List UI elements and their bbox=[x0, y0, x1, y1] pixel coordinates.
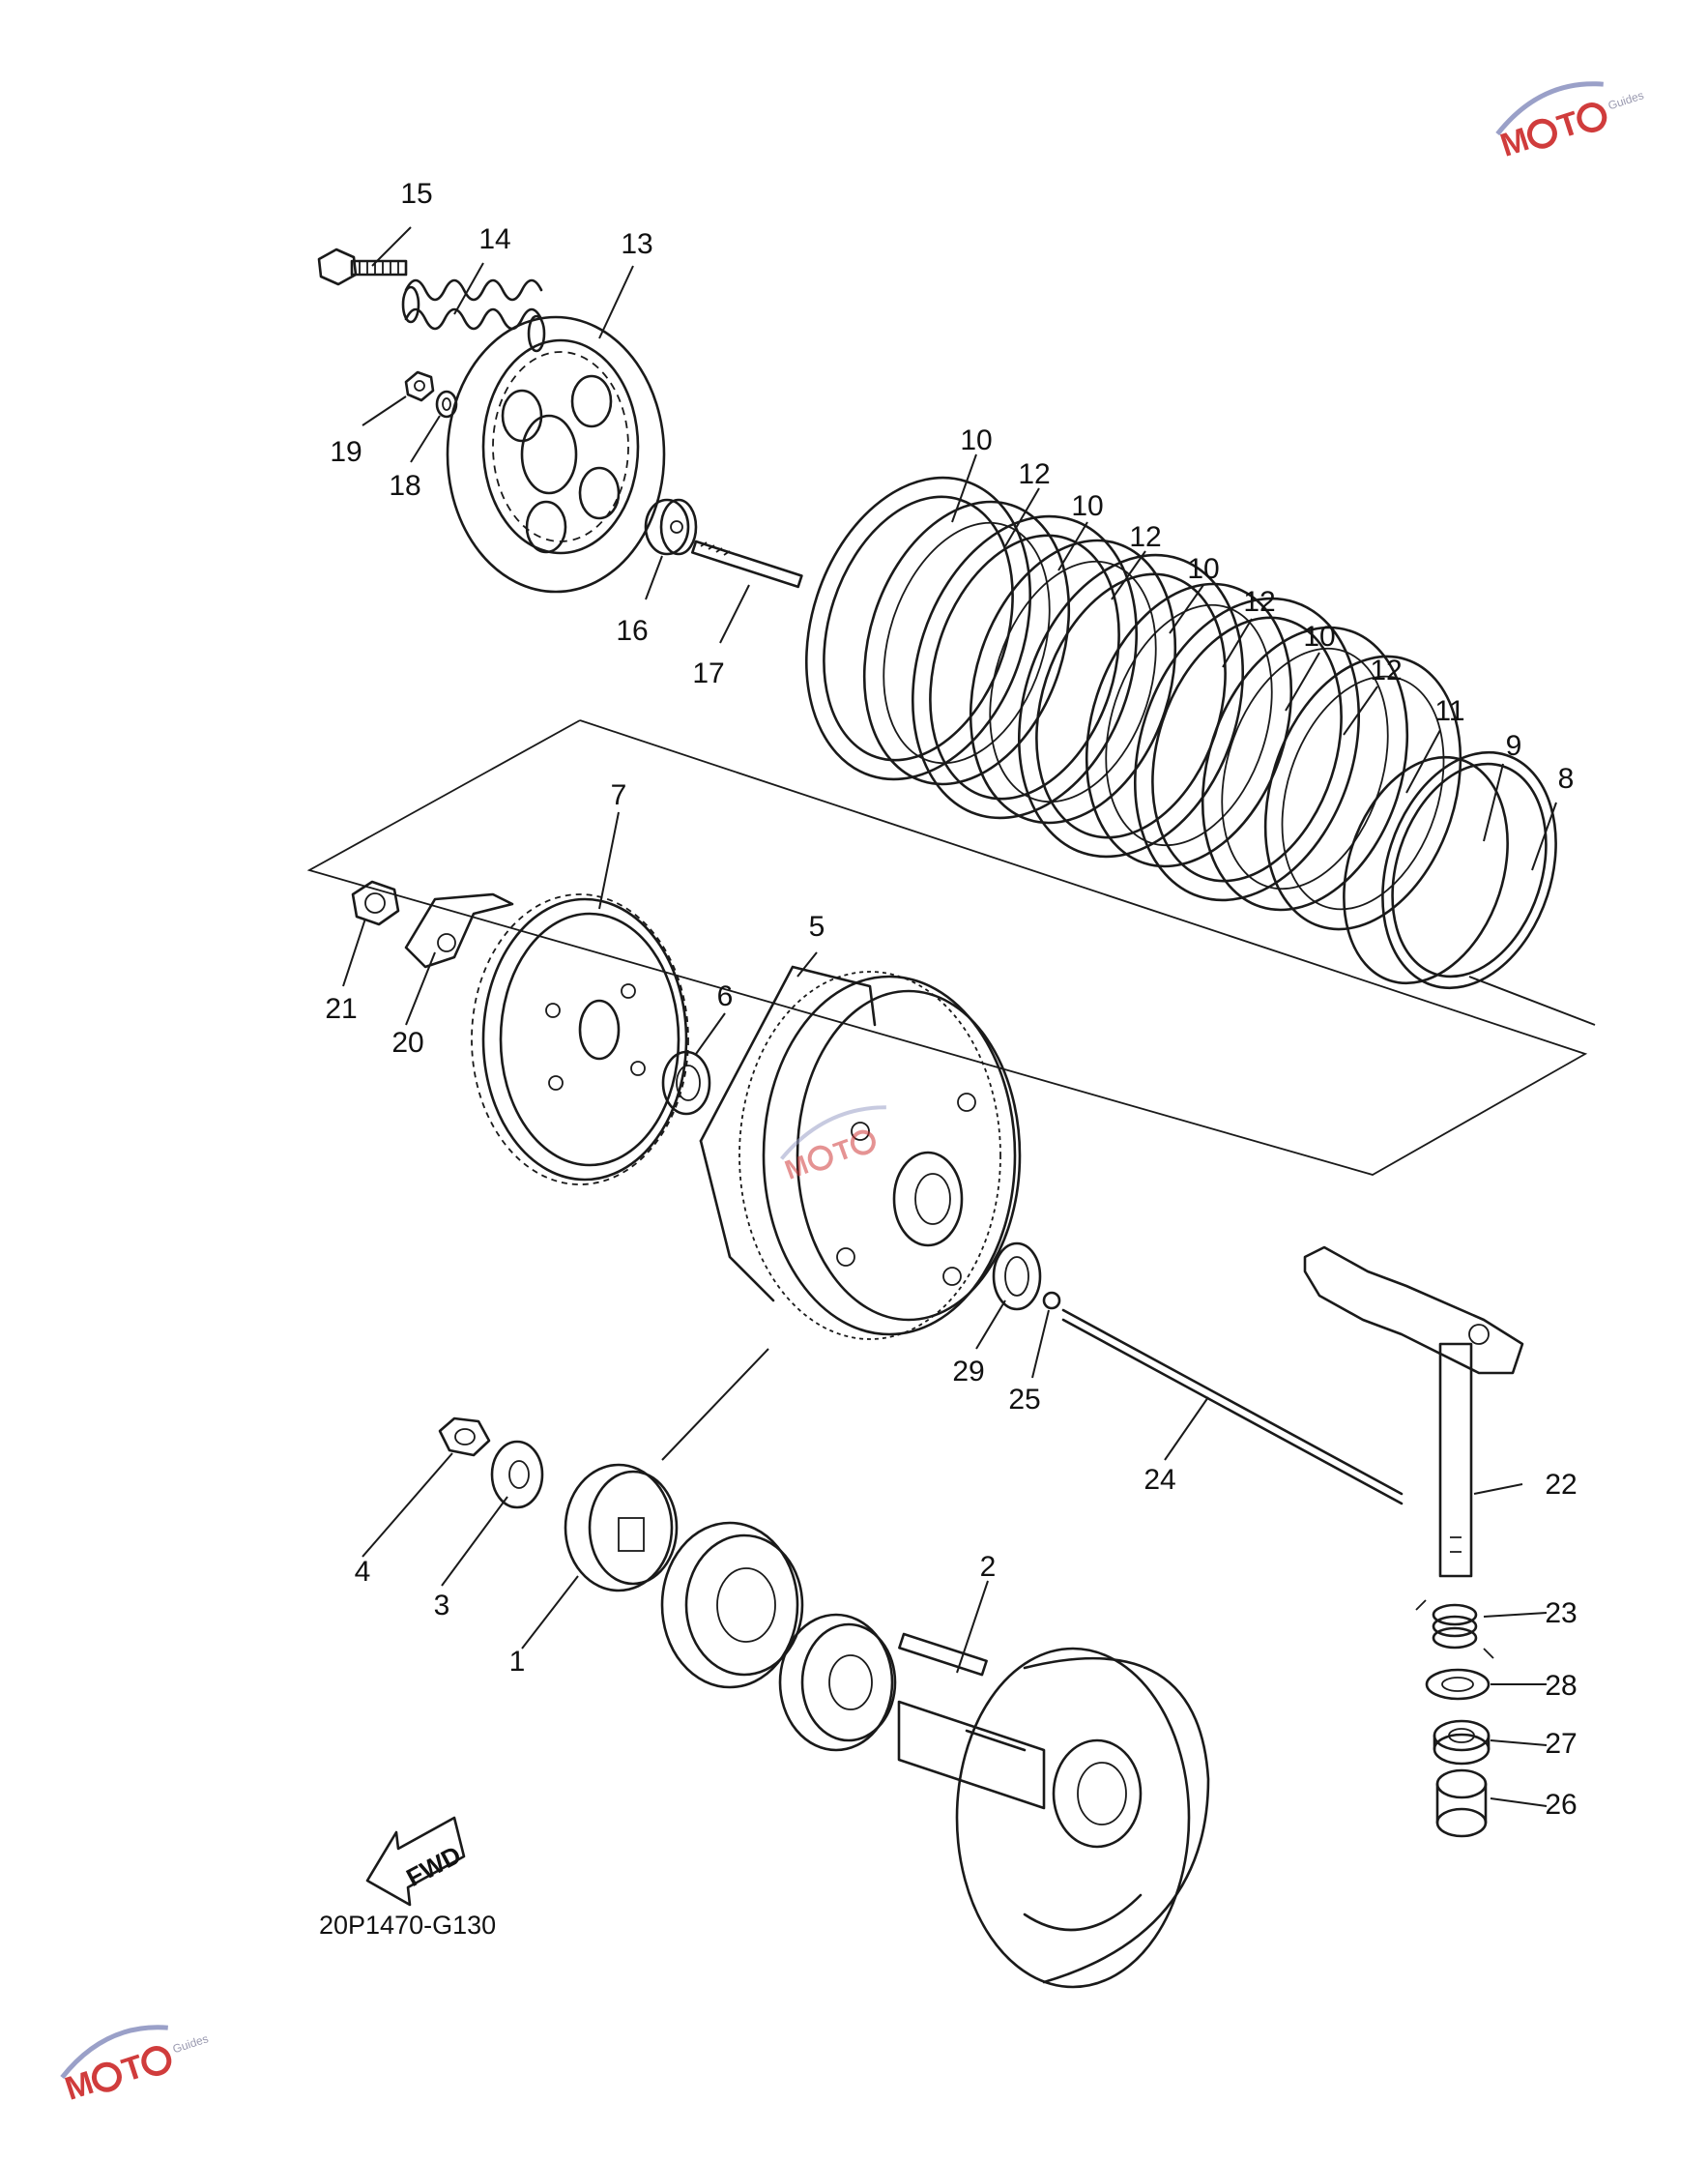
balancer-gear bbox=[660, 1521, 804, 1689]
callout-24: 24 bbox=[1143, 1464, 1175, 1496]
callout-26: 26 bbox=[1545, 1789, 1577, 1821]
callout-10-a: 10 bbox=[960, 424, 992, 456]
watermark-logo-center: M T bbox=[780, 1105, 886, 1185]
part-22-release-lever bbox=[1303, 1245, 1524, 1578]
part-28-circlip bbox=[1425, 1668, 1491, 1701]
part-1-primary-drive-gear bbox=[564, 1463, 679, 1592]
callout-7: 7 bbox=[611, 779, 627, 811]
callout-10-d: 10 bbox=[1303, 621, 1335, 653]
fwd-label: FWD bbox=[401, 1840, 465, 1892]
part-14-spring bbox=[401, 278, 546, 353]
callout-4: 4 bbox=[355, 1556, 371, 1588]
callout-6: 6 bbox=[717, 980, 734, 1012]
callout-9: 9 bbox=[1506, 730, 1522, 762]
callout-2: 2 bbox=[980, 1551, 997, 1583]
svg-text:Guides: Guides bbox=[171, 2031, 210, 2056]
callout-8: 8 bbox=[1558, 763, 1575, 795]
svg-text:M: M bbox=[1496, 121, 1534, 164]
callout-25: 25 bbox=[1008, 1384, 1040, 1416]
crankshaft bbox=[897, 1647, 1210, 1989]
callout-27: 27 bbox=[1545, 1728, 1577, 1760]
plate-group-outline bbox=[306, 719, 1588, 1176]
callout-14: 14 bbox=[478, 223, 510, 255]
diagram-code: 20P1470-G130 bbox=[319, 1911, 496, 1940]
svg-text:M: M bbox=[781, 1150, 813, 1185]
part-19-nut bbox=[404, 370, 435, 402]
callout-3: 3 bbox=[434, 1590, 450, 1621]
part-25-ball bbox=[1042, 1291, 1061, 1310]
part-20-lock-washer bbox=[404, 892, 514, 969]
watermark-logo-bottom: M T Guides bbox=[60, 2025, 210, 2108]
timing-gear bbox=[778, 1613, 897, 1752]
callout-23: 23 bbox=[1545, 1597, 1577, 1629]
callout-18: 18 bbox=[389, 470, 420, 502]
part-3-washer bbox=[490, 1440, 544, 1509]
part-6-lock-washer bbox=[661, 1050, 711, 1116]
callout-21: 21 bbox=[325, 993, 357, 1025]
part-2-key bbox=[898, 1632, 988, 1677]
callout-20: 20 bbox=[391, 1027, 423, 1059]
callout-5: 5 bbox=[809, 911, 825, 943]
callout-12-a: 12 bbox=[1018, 458, 1050, 490]
part-13-pressure-plate bbox=[446, 315, 666, 594]
callout-29: 29 bbox=[952, 1356, 984, 1387]
part-17-push-rod bbox=[690, 540, 803, 589]
svg-text:M: M bbox=[61, 2064, 99, 2108]
part-15-bolt bbox=[317, 248, 408, 286]
fwd-arrow-icon: FWD bbox=[365, 1816, 466, 1907]
callout-12-b: 12 bbox=[1129, 521, 1161, 553]
part-29-washer bbox=[992, 1241, 1042, 1311]
callout-12-c: 12 bbox=[1243, 586, 1275, 618]
callout-10-b: 10 bbox=[1071, 490, 1103, 522]
callout-19: 19 bbox=[330, 436, 362, 468]
callout-15: 15 bbox=[400, 178, 432, 210]
part-4-nut bbox=[438, 1416, 491, 1457]
part-27-oil-seal bbox=[1433, 1719, 1491, 1766]
callout-17: 17 bbox=[692, 657, 724, 689]
callout-12-d: 12 bbox=[1370, 655, 1402, 686]
part-24-push-rod bbox=[1061, 1308, 1404, 1505]
callout-22: 22 bbox=[1545, 1469, 1577, 1501]
part-7-primary-driven-gear bbox=[471, 893, 689, 1185]
part-5-clutch-housing bbox=[699, 965, 1022, 1340]
callout-10-c: 10 bbox=[1187, 553, 1219, 585]
callout-13: 13 bbox=[621, 228, 652, 260]
plate-stack bbox=[804, 476, 1557, 990]
callout-1: 1 bbox=[509, 1646, 526, 1678]
part-21-nut bbox=[351, 880, 400, 926]
svg-text:Guides: Guides bbox=[1607, 88, 1645, 112]
callout-28: 28 bbox=[1545, 1670, 1577, 1702]
callout-11: 11 bbox=[1434, 695, 1464, 727]
part-23-spring bbox=[1415, 1599, 1494, 1659]
callout-16: 16 bbox=[616, 615, 648, 647]
watermark-logo-top: M T Guides bbox=[1495, 81, 1645, 164]
part-26-bearing bbox=[1435, 1768, 1488, 1838]
part-16-bearing bbox=[644, 498, 698, 556]
